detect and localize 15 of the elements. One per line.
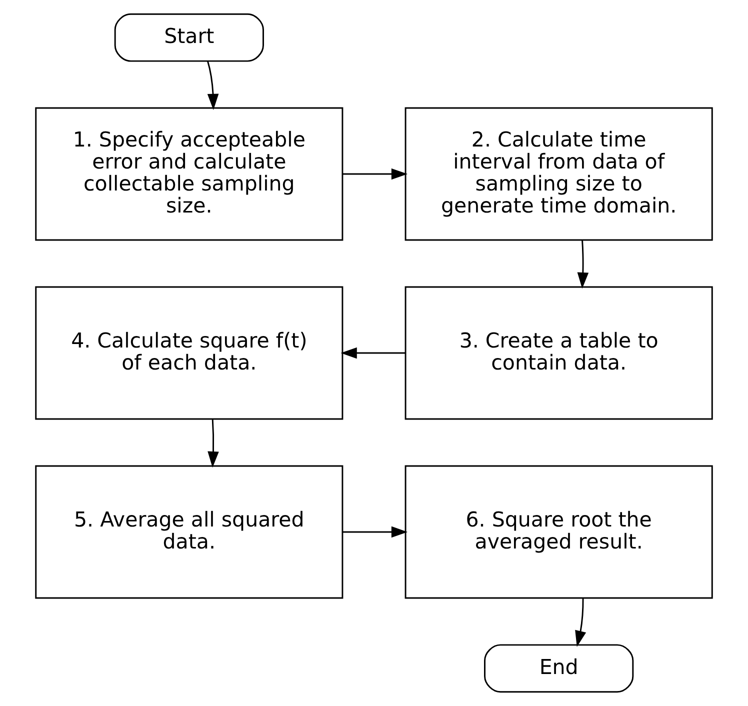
node-box: 2. Calculate time interval from data of sampling size to generate time domain.	[404, 107, 713, 241]
node-box: Start	[114, 13, 264, 62]
arrow	[342, 168, 408, 180]
node-box: 1. Specify accepteable error and calculate collectable sampling size.	[35, 107, 344, 241]
node-box: 6. Square root the averaged result.	[404, 465, 713, 599]
arrow	[208, 418, 219, 468]
arrow	[575, 598, 586, 647]
node-box: 5. Average all squared data.	[35, 465, 344, 599]
node-box: End	[484, 644, 634, 693]
arrow	[577, 240, 589, 289]
node-box: 4. Calculate square f(t) of each data.	[35, 286, 344, 420]
arrow	[342, 526, 408, 538]
arrow	[340, 347, 406, 359]
arrow	[206, 60, 219, 110]
node-box: 3. Create a table to contain data.	[404, 286, 713, 420]
